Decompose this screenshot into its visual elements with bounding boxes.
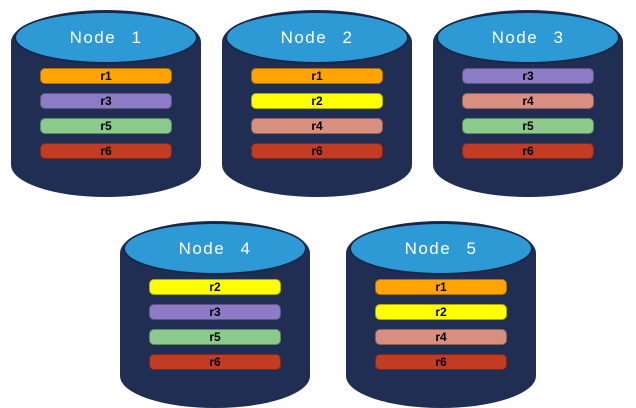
replica-list: r1 r2 r4 r6 bbox=[375, 279, 507, 370]
replica-bar: r5 bbox=[40, 118, 172, 134]
replica-label: r1 bbox=[100, 69, 112, 83]
cylinder-top-ellipse: Node 3 bbox=[436, 11, 620, 64]
replica-label: r3 bbox=[100, 94, 112, 108]
node-label: Node 4 bbox=[178, 238, 252, 258]
replica-label: r4 bbox=[311, 119, 323, 133]
replica-bar: r6 bbox=[251, 143, 383, 159]
replica-bar: r2 bbox=[149, 279, 281, 295]
replica-bar: r4 bbox=[251, 118, 383, 134]
replica-list: r1 r2 r4 r6 bbox=[251, 68, 383, 159]
replica-list: r3 r4 r5 r6 bbox=[462, 68, 594, 159]
cylinder-top-ellipse: Node 5 bbox=[349, 222, 533, 275]
replica-label: r6 bbox=[522, 144, 534, 158]
replica-label: r4 bbox=[435, 330, 447, 344]
replica-label: r5 bbox=[100, 119, 112, 133]
node-cylinder-2: Node 2 r1 r2 r4 r6 bbox=[222, 10, 412, 197]
cylinder-top-ellipse: Node 2 bbox=[225, 11, 409, 64]
replica-label: r6 bbox=[435, 355, 447, 369]
replica-bar: r2 bbox=[375, 304, 507, 320]
replica-label: r6 bbox=[311, 144, 323, 158]
replica-bar: r3 bbox=[462, 68, 594, 84]
replica-bar: r6 bbox=[462, 143, 594, 159]
replica-bar: r6 bbox=[149, 354, 281, 370]
replica-label: r6 bbox=[209, 355, 221, 369]
node-cylinder-4: Node 4 r2 r3 r5 r6 bbox=[120, 221, 310, 408]
node-cylinder-1: Node 1 r1 r3 r5 r6 bbox=[11, 10, 201, 197]
cylinder-top-ellipse: Node 1 bbox=[14, 11, 198, 64]
node-label: Node 1 bbox=[69, 27, 143, 47]
replica-label: r5 bbox=[209, 330, 221, 344]
replica-label: r2 bbox=[435, 305, 447, 319]
replica-label: r2 bbox=[209, 280, 221, 294]
replica-bar: r3 bbox=[149, 304, 281, 320]
replica-list: r2 r3 r5 r6 bbox=[149, 279, 281, 370]
replica-label: r6 bbox=[100, 144, 112, 158]
replica-label: r1 bbox=[435, 280, 447, 294]
replica-bar: r1 bbox=[251, 68, 383, 84]
replica-label: r2 bbox=[311, 94, 323, 108]
replica-label: r1 bbox=[311, 69, 323, 83]
replica-bar: r4 bbox=[375, 329, 507, 345]
replica-label: r3 bbox=[522, 69, 534, 83]
node-cylinder-3: Node 3 r3 r4 r5 r6 bbox=[433, 10, 623, 197]
replica-label: r3 bbox=[209, 305, 221, 319]
replica-bar: r5 bbox=[462, 118, 594, 134]
replica-bar: r5 bbox=[149, 329, 281, 345]
node-cylinder-5: Node 5 r1 r2 r4 r6 bbox=[346, 221, 536, 408]
node-label: Node 3 bbox=[491, 27, 565, 47]
replica-bar: r1 bbox=[375, 279, 507, 295]
replica-bar: r2 bbox=[251, 93, 383, 109]
replica-bar: r4 bbox=[462, 93, 594, 109]
node-label: Node 5 bbox=[404, 238, 478, 258]
replica-bar: r6 bbox=[40, 143, 172, 159]
replica-list: r1 r3 r5 r6 bbox=[40, 68, 172, 159]
replica-label: r4 bbox=[522, 94, 534, 108]
node-label: Node 2 bbox=[280, 27, 354, 47]
replica-label: r5 bbox=[522, 119, 534, 133]
replica-bar: r1 bbox=[40, 68, 172, 84]
cylinder-top-ellipse: Node 4 bbox=[123, 222, 307, 275]
replica-bar: r6 bbox=[375, 354, 507, 370]
replica-bar: r3 bbox=[40, 93, 172, 109]
